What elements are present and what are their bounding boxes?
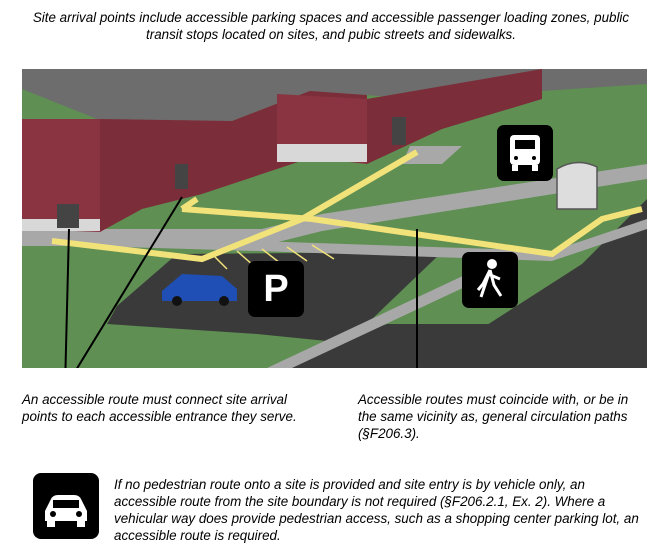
accessible-route	[51, 149, 419, 263]
top-caption: Site arrival points include accessible p…	[32, 10, 630, 42]
entrance-door-mid	[175, 164, 188, 189]
building-right-side	[367, 69, 542, 164]
parked-car	[162, 274, 237, 306]
bus-shelter	[556, 161, 598, 210]
entrance-door-right	[392, 117, 406, 145]
parking-sign-icon: P	[248, 261, 304, 317]
building-left-roof	[22, 69, 367, 121]
svg-text:P: P	[263, 268, 288, 310]
accessible-route-2	[181, 206, 643, 258]
pedestrian-icon	[462, 252, 518, 308]
road-right	[420, 199, 647, 368]
sidewalk-diag	[267, 274, 482, 368]
pointer-line-2	[76, 196, 183, 368]
left-caption: An accessible route must connect site ar…	[22, 392, 297, 424]
site-illustration: P	[22, 69, 647, 368]
bus-icon	[497, 125, 553, 181]
entrance-door-left	[57, 204, 79, 228]
building-left-front	[22, 119, 100, 232]
accessible-route-3	[180, 196, 199, 212]
sidewalk-entrance	[402, 146, 462, 164]
car-icon	[33, 473, 99, 539]
sidewalk-lower	[22, 219, 647, 261]
pointer-line-1	[64, 228, 70, 368]
right-caption: Accessible routes must coincide with, or…	[358, 392, 629, 441]
bottom-caption: If no pedestrian route onto a site is pr…	[114, 477, 639, 543]
road-bottom	[272, 324, 492, 368]
building-right-base	[277, 144, 367, 162]
